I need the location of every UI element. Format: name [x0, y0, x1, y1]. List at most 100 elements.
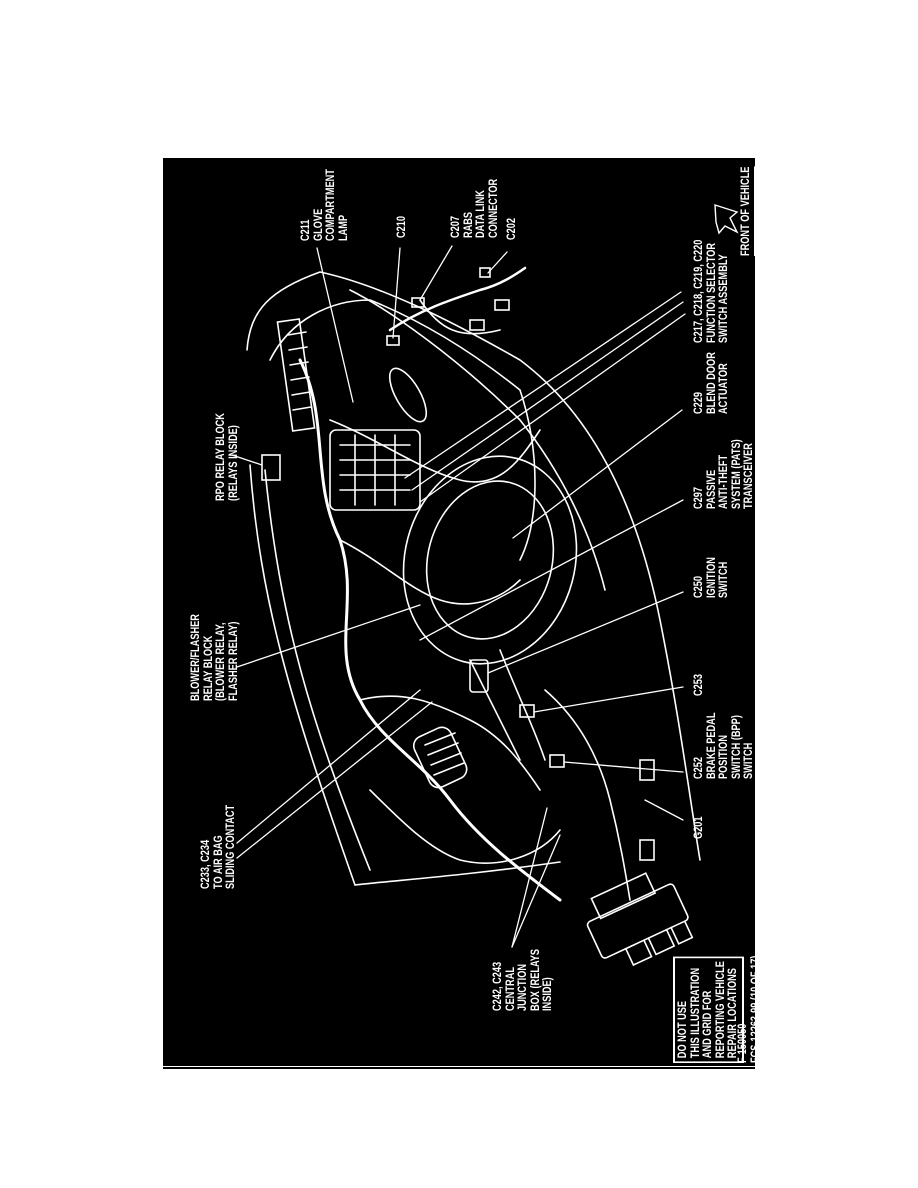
label-blower-line: BLOWER/FLASHER [190, 614, 202, 701]
label-c210-line: C210 [396, 216, 408, 238]
notice-box-line: AND GRID FOR [702, 990, 714, 1059]
leader-blower [236, 604, 421, 668]
label-c250-line: C250 [693, 576, 705, 598]
leader-c297 [419, 499, 684, 641]
leader-c250 [487, 591, 684, 674]
harness-top [388, 266, 527, 332]
label-c297-line: SYSTEM (PATS) [730, 439, 743, 509]
center-stack-controls [339, 434, 411, 506]
label-c252-line: BRAKE PEDAL [705, 712, 718, 779]
connector-c253 [519, 704, 535, 718]
label-c211-line: GLOVE [312, 208, 325, 241]
leader-c217c [419, 313, 686, 503]
label-c202-line: C202 [506, 218, 518, 240]
leader-c210 [392, 247, 401, 339]
label-c253: C253 [693, 674, 706, 696]
label-c297-line: PASSIVE [705, 469, 718, 509]
label-c217-line: SWITCH ASSEMBLY [718, 254, 730, 343]
label-c242-line: JUNCTION [517, 963, 529, 1011]
central-junction-box [586, 872, 694, 967]
leader-c233b [236, 701, 433, 859]
harness-branch-a [329, 419, 541, 483]
leader-c217b [411, 301, 684, 491]
leader-c252 [563, 761, 684, 773]
connector-c202b [494, 299, 510, 311]
label-c233-line: C233, C234 [200, 839, 212, 889]
label-c229-line: C229 [693, 392, 705, 414]
label-c252-line: C252 [693, 757, 705, 779]
ignition-switch [469, 659, 489, 693]
label-g201: G201 [693, 816, 706, 839]
front-arrow-icon [714, 204, 739, 235]
label-c217-line: C217, C218, C219, C220 [693, 239, 705, 343]
label-c207-line: CONNECTOR [487, 178, 500, 238]
leader-rpo [231, 454, 263, 466]
leader-c253 [533, 686, 684, 713]
notice-box-line: THIS ILLUSTRATION [689, 967, 702, 1059]
label-c250-line: SWITCH [718, 561, 730, 598]
label-c233-line: SLIDING CONTACT [225, 804, 237, 889]
connector-c252 [549, 754, 565, 768]
leader-c242a [511, 807, 548, 948]
label-blower-line: (BLOWER RELAY, [215, 622, 227, 701]
leader-g201 [644, 799, 684, 821]
knee-bolster [369, 789, 561, 864]
label-c297-line: TRANSCEIVER [743, 443, 755, 509]
connector-c202c [469, 319, 485, 331]
connector-c202a [479, 267, 491, 278]
dash-inner-edge [264, 469, 371, 871]
glovebox-edge [349, 289, 606, 591]
label-c253-line: C253 [693, 674, 705, 696]
harness-branch-c [359, 695, 541, 791]
leader-c229 [512, 409, 683, 539]
label-c250-line: IGNITION [705, 557, 718, 598]
steering-wheel-rim [402, 455, 578, 665]
label-c202: C202 [506, 218, 519, 240]
harness-glovebox [419, 299, 501, 335]
harness-branch-b [339, 539, 521, 605]
label-c211-line: COMPARTMENT [325, 169, 337, 241]
label-c229-line: BLEND DOOR [705, 352, 718, 414]
dash-outer-outline [246, 271, 701, 861]
rpo-relay-block [261, 454, 281, 481]
label-blower-line: RELAY BLOCK [202, 635, 215, 701]
label-c211-line: C211 [300, 219, 312, 241]
label-c207-line: DATA LINK [475, 190, 487, 238]
front-of-vehicle-label: FRONT OF VEHICLE [740, 166, 756, 256]
label-c297-line: C297 [693, 487, 705, 509]
vent-slats [287, 331, 312, 411]
steering-wheel-inner [425, 480, 555, 640]
leader-c211 [316, 247, 354, 403]
label-c210: C210 [396, 216, 409, 238]
label-c252-line: SWITCH (BPP) [730, 715, 743, 779]
label-c242-line: INSIDE) [542, 977, 554, 1011]
leader-c202 [487, 251, 508, 274]
label-c252-line: SWITCH [743, 742, 755, 779]
figure-id-line: FCS-12263-99 (10 OF 17) [749, 955, 762, 1063]
label-c211-line: LAMP [337, 214, 350, 241]
main-harness [298, 358, 562, 902]
label-c242-line: C242, C243 [492, 961, 504, 1011]
label-g201-line: G201 [693, 816, 705, 839]
label-c207-line: C207 [450, 216, 462, 238]
connector-g201b [639, 839, 655, 861]
dash-top-panel [269, 299, 536, 561]
leader-c233a [236, 689, 421, 844]
label-rpo: RPO RELAY BLOCK(RELAYS INSIDE) [215, 413, 240, 501]
center-stack [329, 429, 421, 511]
label-c233-line: TO AIR BAG [212, 835, 225, 889]
figure-id-line: F-150050 [737, 1023, 749, 1063]
label-c297-line: ANTI-THEFT [718, 454, 730, 509]
